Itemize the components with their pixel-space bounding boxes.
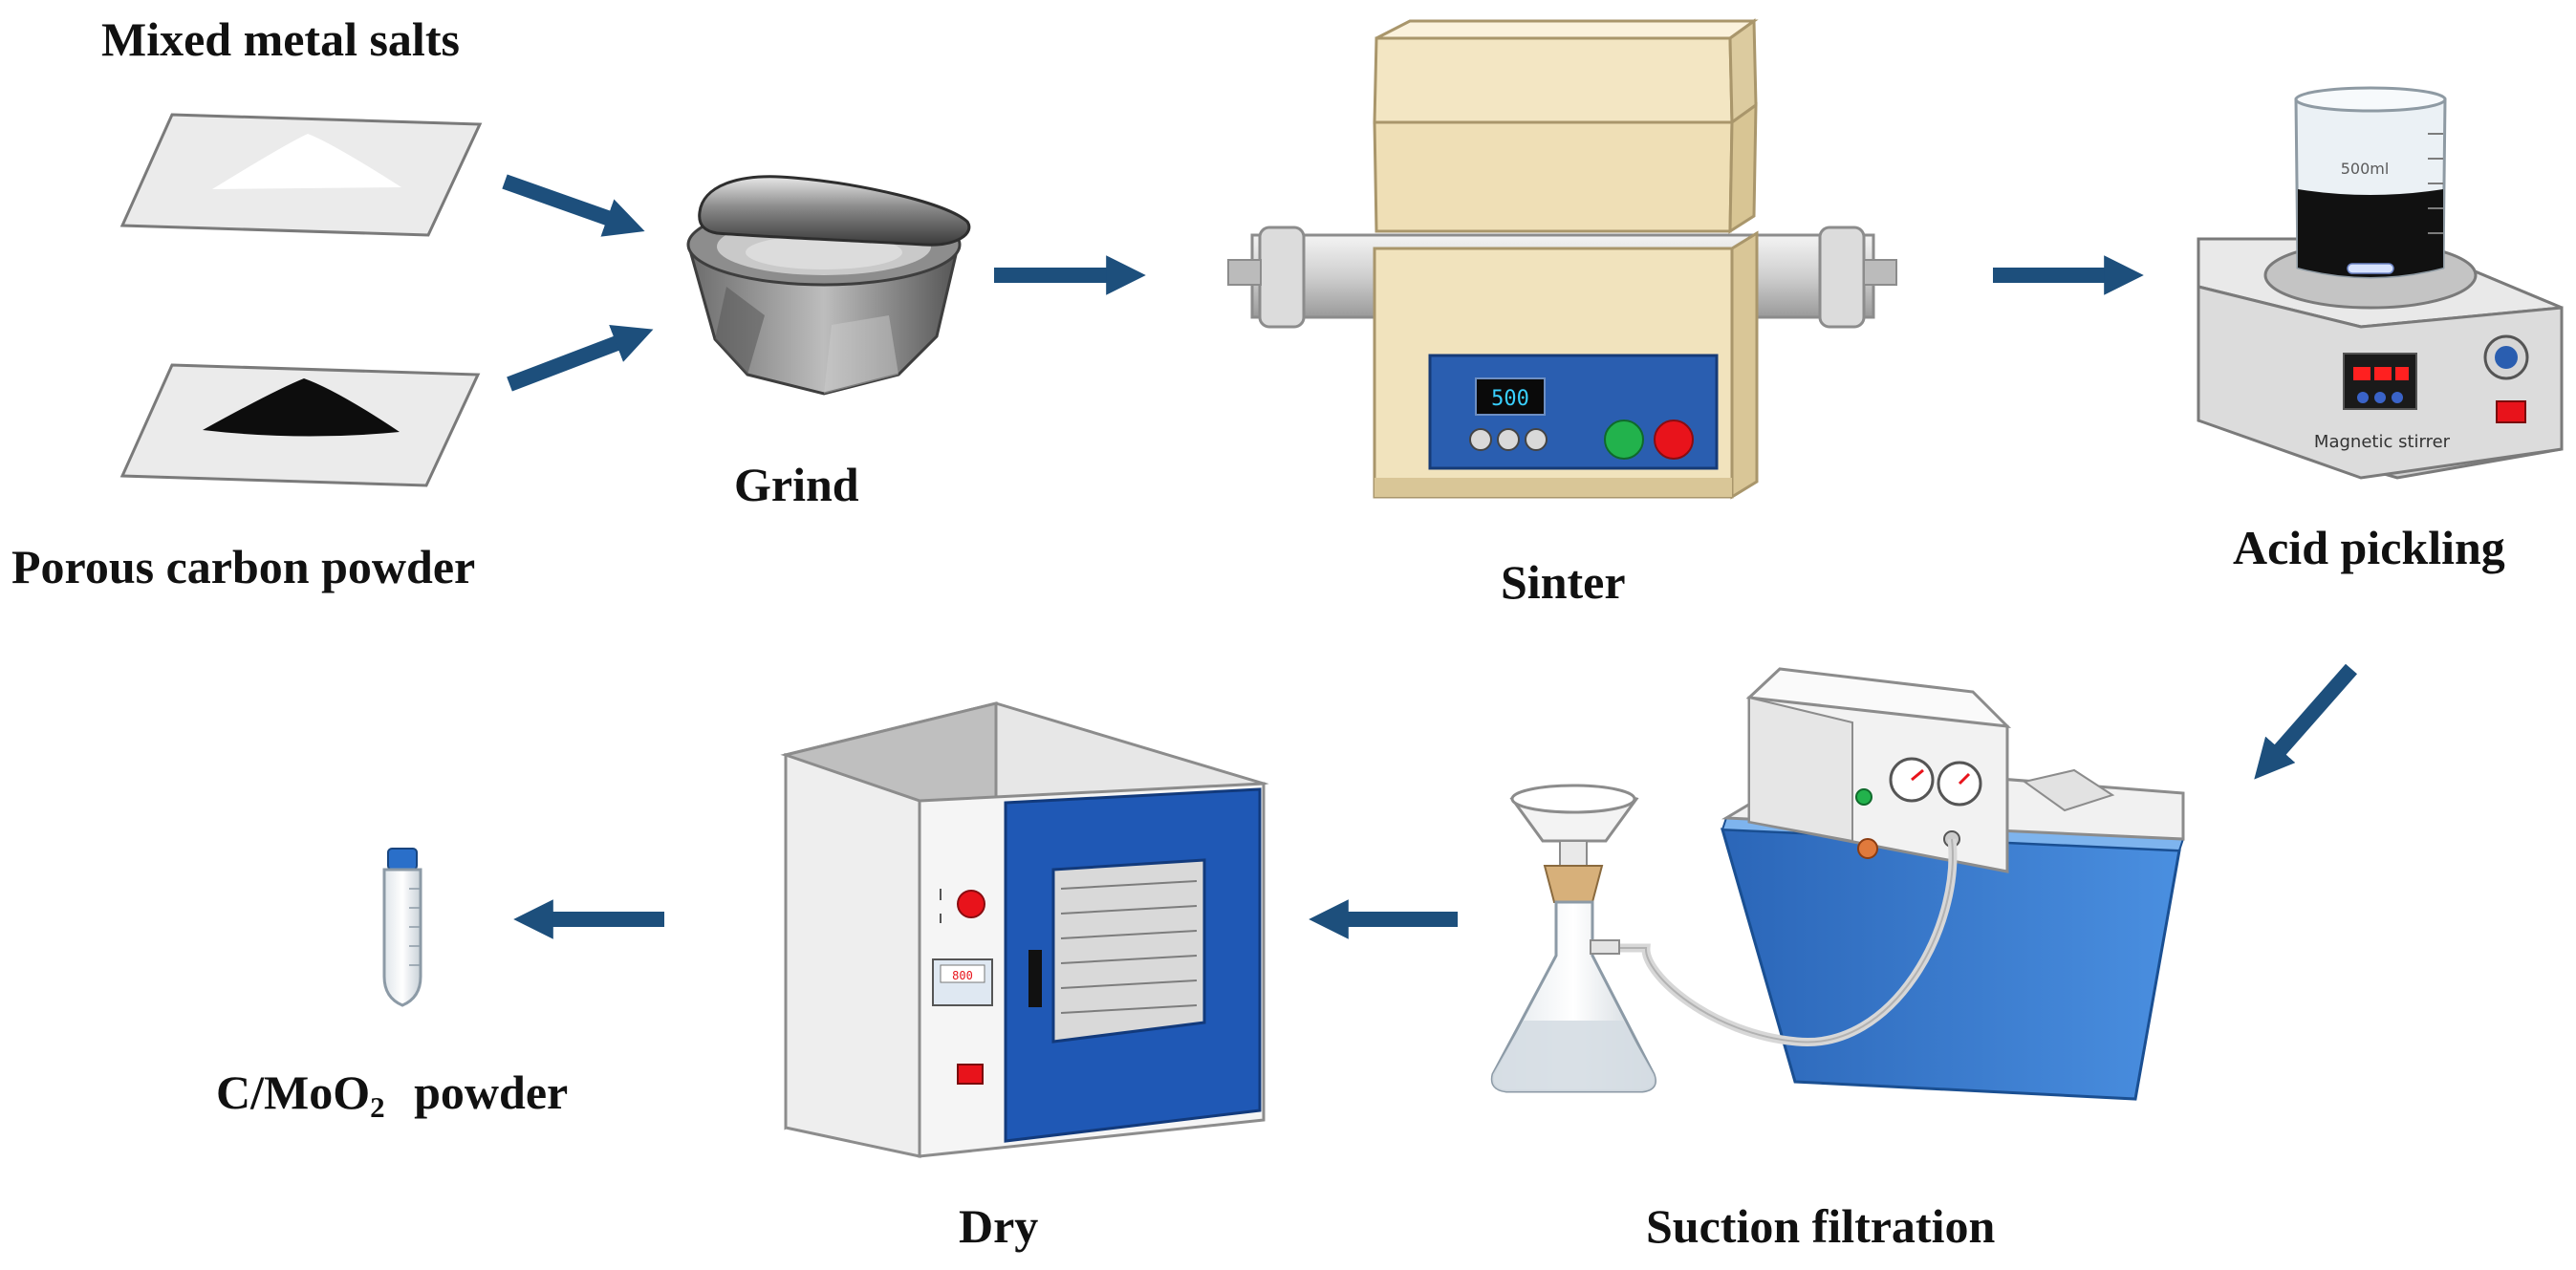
product-prefix: C/MoO (216, 1066, 371, 1119)
label-dry: Dry (959, 1199, 1039, 1253)
drying-oven (780, 701, 1269, 1158)
furnace-red-button (1654, 420, 1694, 460)
stir-bar (2347, 263, 2394, 274)
label-porous-carbon-powder: Porous carbon powder (11, 540, 476, 593)
arrow-salts-to-grind (502, 174, 645, 237)
label-product-powder: C/MoO2 powder (216, 1066, 569, 1122)
oven-display-text: 800 (952, 969, 973, 982)
mixed-metal-salts-sheet (119, 113, 483, 237)
label-grind: Grind (734, 458, 859, 511)
magnetic-stirrer (2197, 86, 2564, 480)
beaker-volume-text: 500ml (2341, 160, 2390, 178)
vacuum-pump (1720, 667, 2185, 1101)
label-sinter: Sinter (1501, 555, 1626, 609)
furnace-green-button (1604, 420, 1644, 460)
label-mixed-metal-salts: Mixed metal salts (101, 12, 460, 66)
tube-furnace (1227, 18, 1897, 500)
stirrer-label-text: Magnetic stirrer (2314, 432, 2451, 452)
stirrer-switch (2496, 400, 2526, 423)
product-subscript: 2 (370, 1089, 385, 1124)
centrifuge-tube-icon (382, 848, 422, 1007)
arrow-carbon-to-grind (507, 324, 654, 392)
oven-red-switch (957, 1064, 984, 1085)
furnace-display-text: 500 (1491, 387, 1529, 411)
oven-handle (1028, 950, 1042, 1007)
product-suffix: powder (414, 1066, 569, 1119)
furnace-display (1475, 377, 1546, 416)
porous-carbon-powder-sheet (119, 363, 481, 487)
mortar-and-pestle (686, 175, 971, 396)
label-acid-pickling: Acid pickling (2233, 521, 2505, 574)
flow-arrows (502, 174, 2358, 939)
label-suction-filtration: Suction filtration (1646, 1199, 1996, 1253)
filter-flask (1490, 784, 1656, 1093)
arrow-pickling-to-filtration (2254, 663, 2358, 780)
